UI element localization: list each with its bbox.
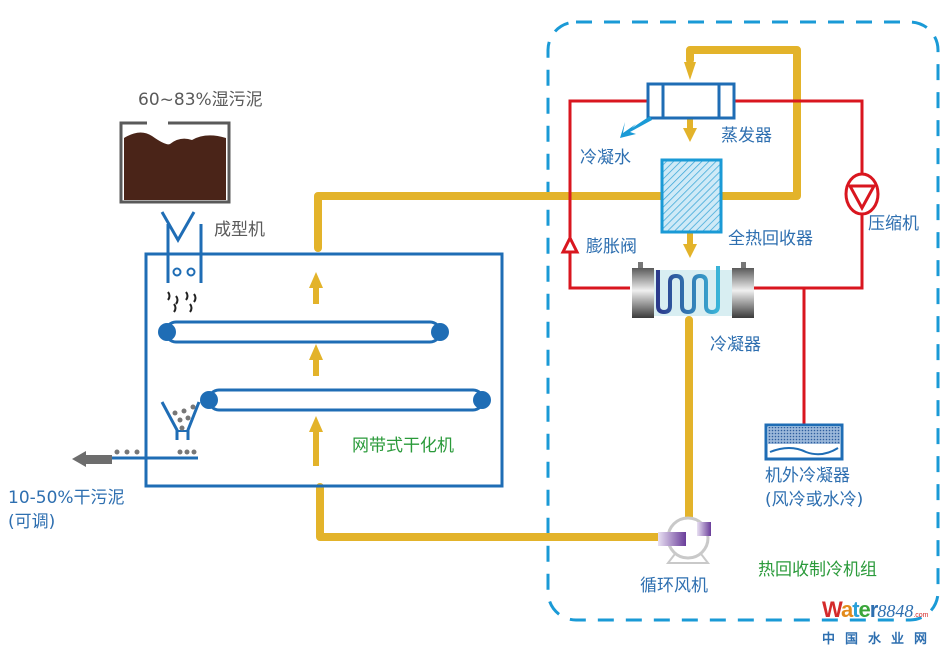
dry-sludge-adjustable-label: (可调) (8, 512, 56, 532)
wet-sludge-label: 60~83%湿污泥 (138, 90, 263, 110)
logo-letter-r: r (869, 597, 879, 622)
evaporator-label: 蒸发器 (721, 126, 772, 146)
logo-letter-w: W (822, 597, 842, 622)
dryer-housing (144, 252, 504, 488)
chiller-unit-boundary (546, 20, 940, 622)
compressor-icon (844, 172, 880, 216)
airflow-arrows (309, 62, 697, 466)
forming-machine-label: 成型机 (214, 220, 265, 240)
external-condenser-type-label: (风冷或水冷) (765, 490, 864, 510)
evaporator-icon (646, 82, 736, 120)
condenser-label: 冷凝器 (710, 335, 761, 355)
compressor-label: 压缩机 (868, 214, 919, 234)
external-condenser-icon (764, 423, 844, 461)
logo-letter-a: a (840, 597, 853, 622)
expansion-valve-icon (560, 234, 580, 254)
water8848-logo: Water8848.com 中国水业网 (822, 597, 947, 648)
heat-recovery-icon (660, 158, 723, 234)
circulation-fan-label: 循环风机 (640, 576, 708, 596)
logo-number: 8848 (877, 601, 914, 621)
circulation-fan-icon (658, 516, 711, 564)
condensate-arrow-icon (620, 116, 652, 138)
logo-letter-e: e (858, 597, 871, 622)
output-arrow-icon (72, 451, 112, 467)
condensate-water-label: 冷凝水 (580, 148, 631, 168)
sludge-strands-icon (167, 291, 197, 313)
chiller-unit-label: 热回收制冷机组 (758, 560, 877, 580)
condenser-icon (632, 262, 754, 318)
upper-conveyor-belt (158, 320, 449, 344)
forming-machine-icon (160, 211, 203, 283)
expansion-valve-label: 膨胀阀 (586, 237, 637, 257)
dry-sludge-label: 10-50%干污泥 (8, 488, 125, 508)
logo-chinese-name: 中国水业网 (822, 632, 938, 647)
external-condenser-label: 机外冷凝器 (765, 466, 850, 486)
dryer-label: 网带式干化机 (352, 436, 454, 456)
air-duct (314, 46, 801, 541)
heat-recovery-label: 全热回收器 (728, 229, 813, 249)
discharge-hopper-icon (112, 401, 201, 460)
lower-conveyor-belt (200, 388, 491, 412)
wet-sludge-tank-icon (119, 121, 231, 204)
logo-com: .com (913, 612, 929, 619)
logo-letter-t: t (852, 597, 859, 622)
